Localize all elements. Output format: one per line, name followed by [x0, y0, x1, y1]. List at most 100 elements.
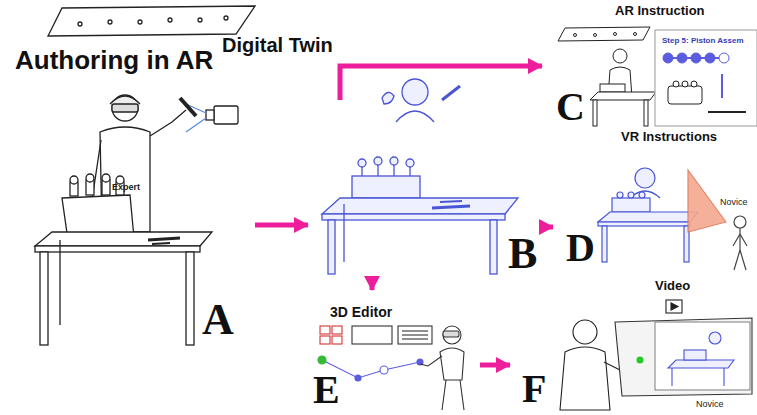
table-top — [322, 198, 518, 214]
ar-scene — [682, 81, 688, 87]
avatar-shoulders — [396, 111, 434, 122]
panel-letter: E — [313, 370, 340, 410]
crate — [668, 86, 702, 104]
expert-scene — [168, 18, 172, 22]
camera — [214, 106, 238, 124]
tool — [432, 206, 470, 208]
play-icon — [671, 303, 678, 310]
editor-scene — [402, 338, 428, 339]
table-top — [598, 212, 698, 222]
editor-head — [443, 326, 461, 344]
expert-scene — [78, 22, 82, 26]
table-leg — [40, 252, 48, 345]
instruction-panel — [655, 30, 757, 126]
expert-scene — [186, 118, 206, 132]
editor-scene — [318, 326, 464, 410]
video-scene — [684, 350, 706, 360]
panel-heading: Authoring in AR — [15, 46, 213, 76]
editor-scene — [442, 380, 446, 410]
view-frustum — [688, 170, 726, 232]
expert-scene — [35, 6, 255, 345]
tool — [721, 74, 723, 98]
panel-heading: Digital Twin — [222, 34, 333, 57]
tool — [440, 201, 462, 202]
diagram-panel: Digital TwinB — [318, 100, 541, 278]
helmet — [110, 96, 140, 104]
vr-scene — [598, 168, 747, 270]
novice-head — [573, 320, 597, 344]
video-scene — [709, 332, 721, 344]
editor-scene — [332, 336, 342, 344]
editor-scene — [320, 336, 330, 344]
novice-figure — [740, 250, 746, 270]
panel-heading: Video — [655, 279, 690, 294]
vr-scene — [617, 192, 623, 198]
novice-body — [560, 347, 610, 410]
digital-twin-scene — [406, 159, 414, 167]
editor-scene — [380, 366, 388, 374]
ar-scene — [663, 53, 673, 63]
crate — [612, 198, 650, 212]
ceiling-tracker — [48, 6, 255, 36]
novice-figure — [734, 250, 740, 270]
tablet — [615, 318, 752, 396]
panel-letter: D — [566, 228, 595, 268]
editor-body — [440, 348, 464, 380]
avatar-head — [402, 79, 428, 105]
tool — [152, 243, 170, 244]
expert-scene — [102, 174, 110, 182]
ar-scene — [574, 34, 577, 37]
diagram-panel: AR InstructionC — [552, 3, 753, 130]
editor-scene — [398, 326, 432, 344]
flow-arrow — [340, 66, 542, 100]
wrench — [180, 98, 196, 116]
tool — [708, 111, 746, 113]
novice-figure — [734, 216, 746, 228]
role-label: Novice — [720, 197, 748, 207]
panel-heading: 3D Editor — [330, 304, 392, 320]
ar-scene — [558, 27, 757, 126]
crate — [352, 176, 420, 198]
editor-scene — [460, 380, 464, 410]
table-leg — [343, 204, 344, 262]
ar-scene — [705, 53, 715, 63]
ar-scene — [634, 33, 637, 36]
table-leg — [328, 220, 335, 274]
table-top — [35, 232, 212, 246]
novice-figure — [733, 234, 740, 246]
expert-scene — [108, 20, 112, 24]
table-leg — [490, 220, 497, 274]
video-scene — [668, 360, 734, 368]
flow-arrow — [370, 278, 375, 290]
video-scene — [723, 368, 724, 386]
editor-scene — [320, 326, 330, 334]
panel-heading: AR Instruction — [615, 4, 705, 19]
table-leg — [644, 100, 648, 126]
ar-scene — [677, 53, 687, 63]
digital-twin-scene — [393, 164, 394, 176]
table-leg — [59, 240, 60, 325]
headset — [112, 104, 138, 112]
editor-scene — [402, 334, 428, 335]
expert-scene — [70, 176, 78, 184]
table-leg — [593, 100, 597, 126]
diagram-panel: 3D EditorE — [305, 300, 480, 412]
ar-scene — [719, 53, 729, 63]
ar-scene — [614, 33, 617, 36]
video-scene — [560, 300, 752, 410]
digital-twin-scene — [322, 79, 518, 274]
panel-letter: A — [202, 298, 234, 342]
editor-scene — [443, 331, 459, 337]
digital-twin-scene — [390, 157, 398, 165]
ar-scene — [691, 53, 701, 63]
ceiling-tracker — [558, 27, 650, 41]
play-icon — [666, 300, 682, 313]
expert-scene — [116, 176, 124, 184]
camera-lens — [206, 110, 214, 120]
avatar-head — [635, 168, 655, 188]
novice-figure — [739, 228, 740, 250]
